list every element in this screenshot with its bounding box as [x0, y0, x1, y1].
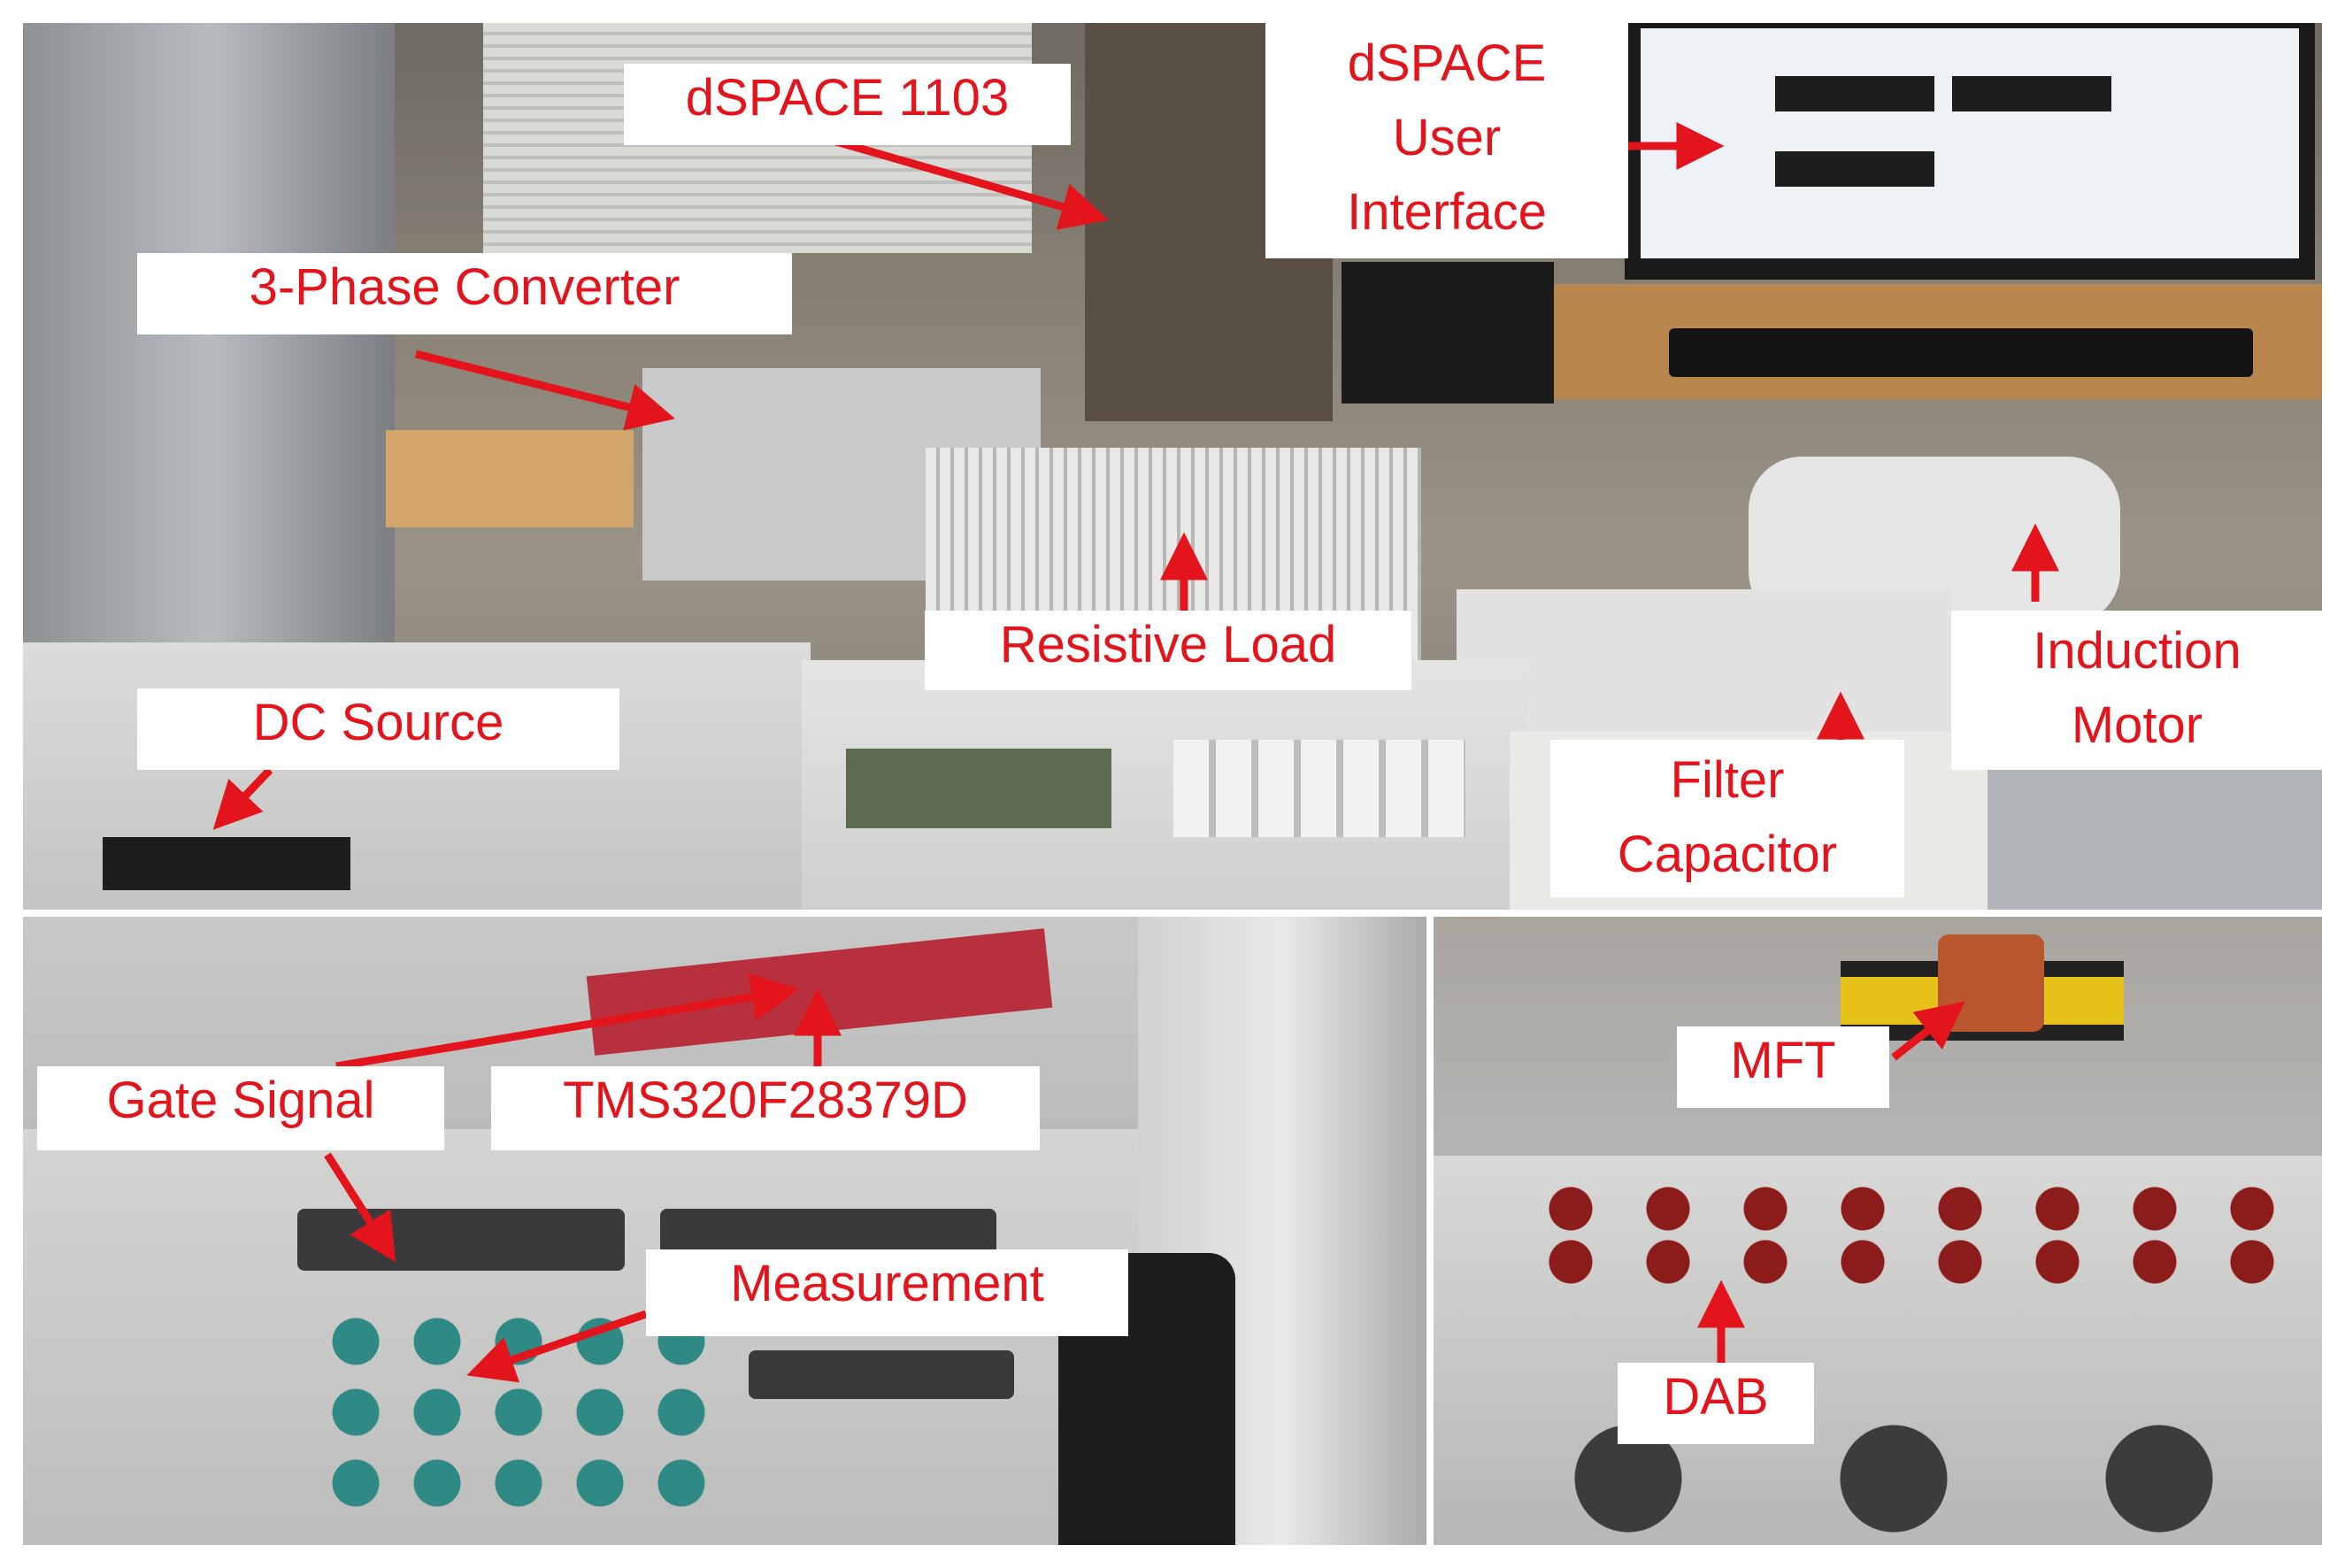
- electronic-load-display: [846, 749, 1111, 828]
- pc-tower: [1342, 262, 1554, 404]
- arrow-measurement: [466, 1310, 648, 1383]
- electronic-load-keypad: [1173, 740, 1465, 837]
- arrow-gate-signal-2: [324, 1152, 396, 1263]
- db-connector-3: [749, 1350, 1014, 1399]
- label-tms320f28379d: TMS320F28379D: [491, 1066, 1040, 1150]
- label-dspace-1103: dSPACE 1103: [624, 64, 1071, 145]
- label-dspace-ui: dSPACE User Interface: [1265, 23, 1628, 258]
- screen-plot-1: [1775, 76, 1934, 111]
- arrow-dspace-1103: [834, 137, 1109, 230]
- label-measurement: Measurement: [646, 1249, 1128, 1336]
- label-gate-signal: Gate Signal: [37, 1066, 444, 1150]
- photo-controller-closeup: [23, 917, 1426, 1545]
- photo-dab-closeup: [1434, 917, 2322, 1545]
- label-dab: DAB: [1618, 1363, 1814, 1444]
- wood-block: [386, 430, 634, 527]
- cables-bag: [1987, 749, 2322, 910]
- label-induction-motor: Induction Motor: [1951, 611, 2323, 770]
- arrow-dc-source: [212, 766, 273, 830]
- label-filter-capacitor: Filter Capacitor: [1550, 740, 1904, 897]
- screen-plot-3: [1775, 151, 1934, 187]
- label-mft: MFT: [1677, 1026, 1889, 1108]
- label-dc-source: DC Source: [137, 688, 619, 770]
- arrow-mft: [1891, 1001, 1965, 1061]
- banana-sockets: [1522, 1182, 2301, 1288]
- screen-plot-2: [1952, 76, 2111, 111]
- label-3-phase-converter: 3-Phase Converter: [137, 253, 792, 334]
- filter-capacitor-board: [1457, 589, 1952, 749]
- arrow-3phase: [414, 350, 676, 431]
- keyboard: [1669, 328, 2253, 377]
- monitor-screen: [1641, 28, 2299, 258]
- arrow-gate-signal-1: [335, 973, 800, 1071]
- label-resistive-load: Resistive Load: [925, 611, 1411, 690]
- dc-source-display: [103, 837, 350, 890]
